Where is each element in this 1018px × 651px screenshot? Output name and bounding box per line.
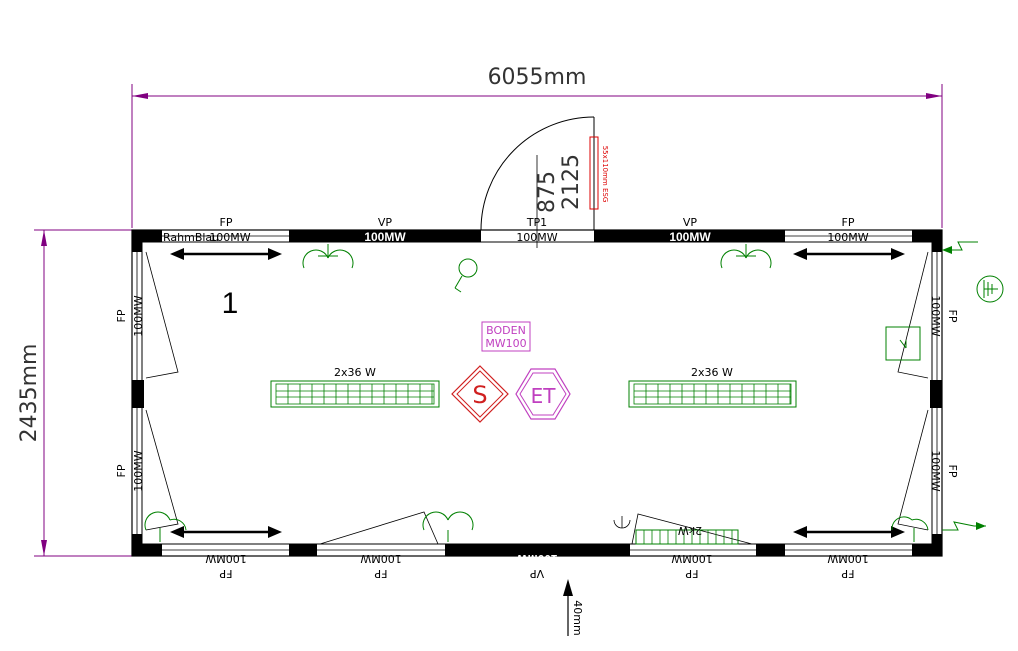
door-height: 2125 [559,154,584,210]
power-out-icon [942,521,986,531]
socket-icon [891,516,929,542]
heater-label: 2kW [678,524,702,537]
switch-symbol-label: S [472,381,487,409]
bottom-panel-wall: 100MW [516,552,558,566]
door-window-note: 55x110mm ESG [601,146,609,203]
floor-label: BODEN MW100 [481,321,531,352]
lamp-icon [454,258,478,293]
left-panel-type: FP [115,309,128,322]
right-wall-labels: 100MW FP 100MW FP [929,295,959,491]
bottom-panel-wall: 100MW [360,552,401,565]
top-panel-type: VP [378,216,393,229]
top-panel-type: FP [842,216,855,229]
window-arrows [170,248,905,538]
top-panel-wall: 100MW [209,231,250,244]
light-fixture-label: 2x36 W [691,366,733,379]
bottom-panel-type: FP [219,567,232,580]
top-wall-labels: FP 100MW RahmBlau VP 100MW TP1 100MW VP … [163,216,869,244]
height-dimension-label: 2435mm [17,344,42,443]
switch-symbol: S [451,365,509,423]
bottom-wall-labels: 100MW FP 100MW FP 100MW VP 100MW FP 100M… [205,552,868,580]
power-connection-icon [942,241,978,254]
width-dimension: 6055mm [131,65,943,228]
door: 875 2125 55x110mm ESG [480,116,609,248]
bottom-panel-type: VP [530,567,545,580]
bottom-panel-type: FP [685,567,698,580]
left-panel-wall: 100MW [132,295,145,336]
bottom-panel-wall: 100MW [827,552,868,565]
right-panel-wall: 100MW [929,450,942,491]
top-panel-type: FP [220,216,233,229]
bottom-panel-type: FP [841,567,854,580]
socket-icon [302,244,354,269]
top-panel-type: TP1 [526,216,547,229]
bottom-panel-wall: 100MW [205,552,246,565]
room-number: 1 [222,287,239,320]
right-panel-type: FP [946,465,959,478]
walls [131,229,943,557]
side-window-openings [145,251,929,545]
bottom-panel-wall: 100MW [671,552,712,565]
socket-icon [144,511,187,542]
top-panel-wall: 100MW [827,231,868,244]
floor-label-line2: MW100 [485,337,526,350]
control-box [885,326,921,361]
et-symbol: ET [515,368,571,420]
et-symbol-label: ET [531,384,557,408]
bottom-panel-type: FP [374,567,387,580]
entry-arrow: 40mm [563,579,584,636]
light-fixture-label: 2x36 W [334,366,376,379]
right-panel-wall: 100MW [929,295,942,336]
top-panel-wall: 100MW [669,230,711,244]
top-panel-wall: 100MW [364,230,406,244]
left-panel-type: FP [115,464,128,477]
socket-icon [422,511,474,542]
floor-label-line1: BODEN [486,324,526,337]
left-panel-wall: 100MW [132,450,145,491]
wall-sockets [144,244,929,542]
light-fixture-left: 2x36 W [270,366,440,408]
top-panel-type: VP [683,216,698,229]
socket-icon [720,244,772,269]
heater: 2kW [613,516,739,545]
height-dimension: 2435mm [17,229,132,557]
left-wall-labels: FP 100MW FP 100MW [115,295,145,491]
door-width: 875 [535,171,560,213]
top-panel-extra: RahmBlau [163,231,219,244]
right-panel-type: FP [946,310,959,323]
ground-icon [976,275,1004,303]
width-dimension-label: 6055mm [488,65,587,90]
entry-marker-label: 40mm [571,600,584,635]
light-fixture-right: 2x36 W [628,366,797,408]
